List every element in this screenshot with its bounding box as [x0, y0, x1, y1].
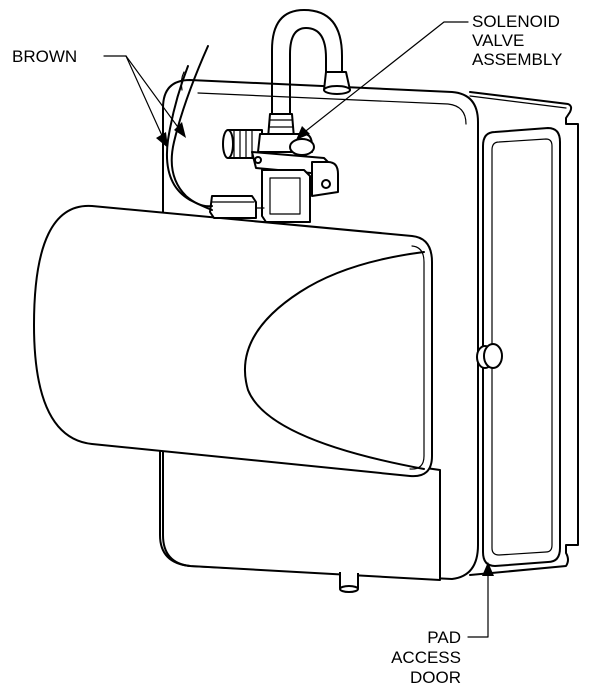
- pad-arrowhead: [482, 562, 494, 576]
- label-solenoid-line-2: VALVE: [472, 31, 524, 50]
- door-knob: [476, 343, 503, 369]
- brown-wires: [166, 45, 213, 211]
- back-plate: [469, 91, 579, 576]
- pad-access-door: [476, 127, 561, 567]
- label-pad-line-3: DOOR: [410, 668, 461, 687]
- water-tube-outer: [271, 9, 343, 137]
- labels: BROWN SOLENOID VALVE ASSEMBLY PAD ACCESS…: [12, 12, 562, 687]
- brown-leader-1: [125, 55, 165, 141]
- label-solenoid-line-3: ASSEMBLY: [472, 50, 562, 69]
- pad-leader-line: [467, 571, 489, 638]
- brown-arrowhead-2: [174, 122, 186, 138]
- bypass-duct: [33, 204, 433, 478]
- brown-arrowhead-1: [156, 132, 168, 148]
- drain-fitting: [339, 572, 359, 593]
- leaders: [103, 21, 494, 638]
- solenoid-arrowhead: [296, 126, 310, 140]
- solenoid-leader-line: [301, 21, 469, 135]
- label-pad-line-1: PAD: [427, 628, 461, 647]
- brown-leader-2: [125, 55, 181, 131]
- label-solenoid-line-1: SOLENOID: [472, 12, 560, 31]
- water-tube-inner: [289, 27, 327, 135]
- label-brown: BROWN: [12, 47, 77, 66]
- label-pad-line-2: ACCESS: [391, 648, 461, 667]
- solenoid-valve-assembly: [209, 9, 351, 223]
